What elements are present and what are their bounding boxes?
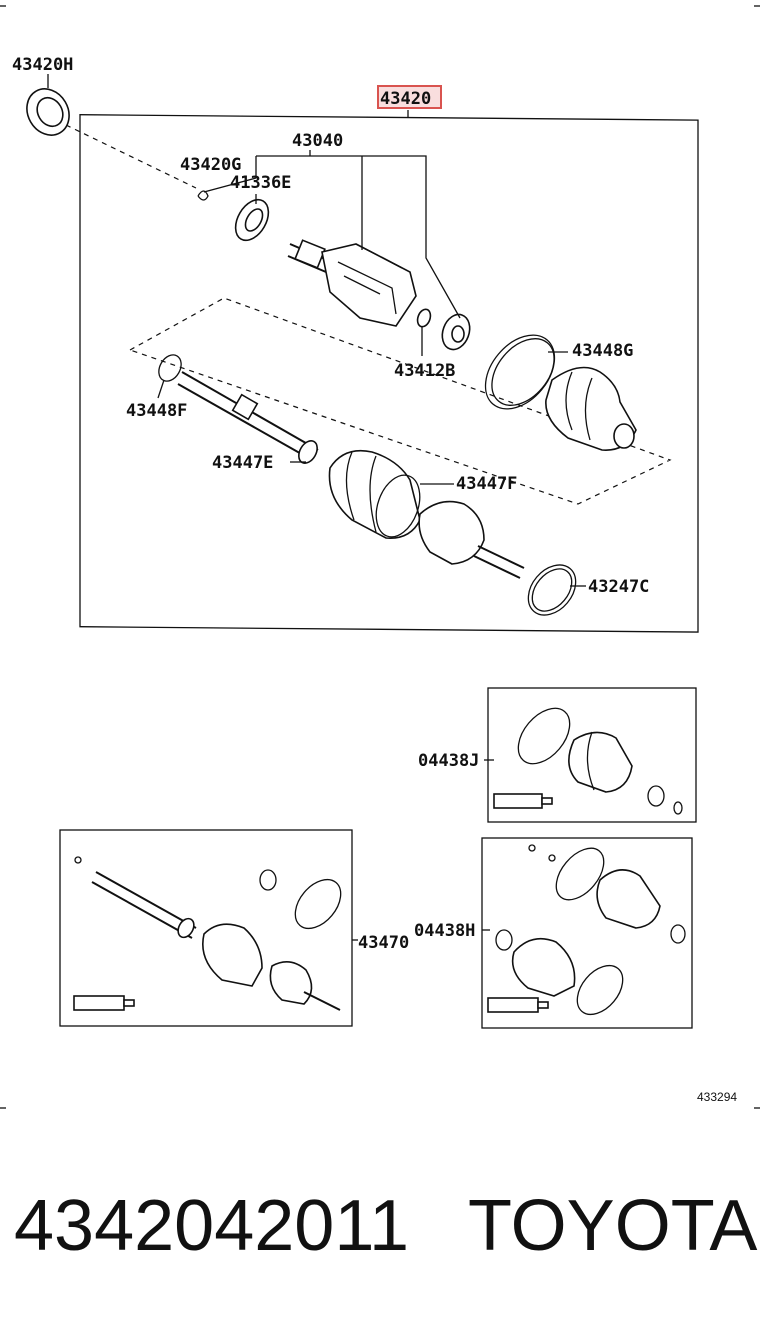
callout-43448f: 43448F	[126, 401, 187, 421]
clamp-43448g-part	[484, 334, 556, 410]
brand-name: TOYOTA	[468, 1186, 758, 1266]
callout-43420g: 43420G	[180, 155, 241, 175]
callout-43420h: 43420H	[12, 55, 73, 75]
crop-marks	[0, 5, 760, 1109]
dust-seal-41336e-part	[234, 198, 270, 242]
bearing-43420h-part	[26, 88, 70, 136]
boot-kit-04438h-frame	[481, 837, 693, 1029]
shaft-kit-43470-frame	[59, 829, 353, 1027]
callout-04438h: 04438H	[414, 921, 475, 941]
boot-kit-04438h-parts	[482, 844, 686, 1016]
part-number-title: 4342042011	[14, 1186, 410, 1266]
callout-41336e: 41336E	[230, 173, 291, 193]
callout-04438j: 04438J	[418, 751, 479, 771]
snap-ring-43420g-part	[197, 190, 209, 201]
main-assembly-frame	[79, 114, 699, 633]
tripod-joint-part	[441, 313, 471, 351]
callout-43447e: 43447E	[212, 453, 273, 473]
boot-kit-dashed-area	[128, 297, 672, 505]
callout-43447f: 43447F	[456, 474, 517, 494]
clamp-43448f-part	[158, 354, 182, 382]
callout-43412b: 43412B	[394, 361, 455, 381]
inboard-joint-43040-part	[287, 239, 417, 327]
callout-43470: 43470	[358, 933, 409, 953]
leader-lines	[47, 74, 586, 587]
circlip-43412b-part	[416, 308, 432, 328]
driveshaft-part	[177, 371, 525, 579]
boot-kit-04438j-frame	[487, 687, 697, 823]
callout-43448g: 43448G	[572, 341, 633, 361]
abs-ring-43247c-part	[527, 564, 577, 616]
callout-43420[interactable]: 43420	[380, 89, 431, 109]
selected-part-highlight	[377, 85, 442, 109]
callout-43247c: 43247C	[588, 577, 649, 597]
callout-43040: 43040	[292, 131, 343, 151]
inboard-boot-part	[545, 366, 637, 451]
shaft-kit-43470-parts	[73, 856, 358, 1011]
boot-kit-04438j-parts	[484, 707, 683, 815]
diagram-reference-code: 433294	[697, 1090, 737, 1104]
